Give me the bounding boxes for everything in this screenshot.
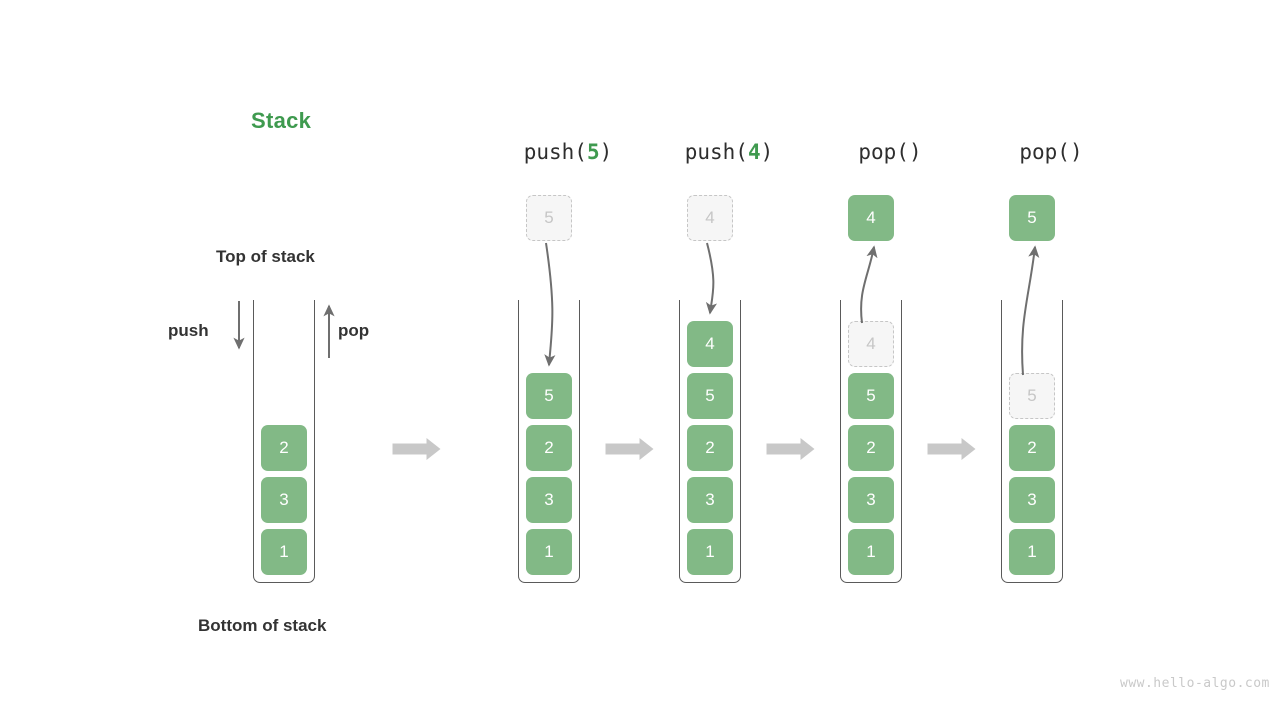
stack-container bbox=[253, 300, 315, 583]
op-suffix: ) bbox=[760, 140, 774, 164]
operation-label-pop-2: pop() bbox=[971, 140, 1131, 164]
stack-cell: 2 bbox=[526, 425, 572, 471]
stack-stage-initial: 2 3 1 bbox=[223, 0, 383, 720]
op-argument: 5 bbox=[586, 140, 600, 164]
stack-stage-pop-2: pop() 5 2 3 1 5 bbox=[971, 0, 1131, 720]
stack-container bbox=[679, 300, 741, 583]
stack-cell: 3 bbox=[687, 477, 733, 523]
stack-cell: 3 bbox=[1009, 477, 1055, 523]
stack-cell: 3 bbox=[261, 477, 307, 523]
op-suffix: ) bbox=[908, 140, 922, 164]
diagram-title: Stack bbox=[251, 108, 312, 133]
operation-label-pop-1: pop() bbox=[810, 140, 970, 164]
stack-cell: 5 bbox=[687, 373, 733, 419]
stack-cell: 2 bbox=[261, 425, 307, 471]
op-suffix: ) bbox=[1069, 140, 1083, 164]
stack-cell: 5 bbox=[1009, 373, 1055, 419]
stack-cell: 1 bbox=[1009, 529, 1055, 575]
stack-cell: 1 bbox=[526, 529, 572, 575]
stack-cell: 2 bbox=[1009, 425, 1055, 471]
external-cell: 4 bbox=[848, 195, 894, 241]
stack-cell: 2 bbox=[687, 425, 733, 471]
operation-label-push-4: push(4) bbox=[649, 140, 809, 164]
op-prefix: pop( bbox=[1019, 140, 1070, 164]
stack-container bbox=[840, 300, 902, 583]
external-cell: 4 bbox=[687, 195, 733, 241]
stack-cell: 1 bbox=[848, 529, 894, 575]
external-cell: 5 bbox=[1009, 195, 1055, 241]
stack-container bbox=[518, 300, 580, 583]
stack-cell: 2 bbox=[848, 425, 894, 471]
operation-label-push-5: push(5) bbox=[488, 140, 648, 164]
stack-cell: 5 bbox=[526, 373, 572, 419]
top-of-stack-label: Top of stack bbox=[216, 247, 315, 266]
stack-cell: 1 bbox=[261, 529, 307, 575]
op-argument: 4 bbox=[747, 140, 761, 164]
push-label: push bbox=[168, 321, 209, 340]
bottom-of-stack-label: Bottom of stack bbox=[198, 616, 327, 635]
stack-container bbox=[1001, 300, 1063, 583]
op-prefix: pop( bbox=[858, 140, 909, 164]
op-suffix: ) bbox=[599, 140, 613, 164]
stack-cell: 1 bbox=[687, 529, 733, 575]
watermark: www.hello-algo.com bbox=[1120, 676, 1270, 691]
stack-cell: 3 bbox=[526, 477, 572, 523]
stack-cell: 4 bbox=[848, 321, 894, 367]
external-cell: 5 bbox=[526, 195, 572, 241]
stack-cell: 3 bbox=[848, 477, 894, 523]
pop-label: pop bbox=[338, 321, 370, 340]
op-prefix: push( bbox=[523, 140, 587, 164]
op-prefix: push( bbox=[684, 140, 748, 164]
flow-arrow bbox=[392, 438, 441, 460]
stack-cell: 5 bbox=[848, 373, 894, 419]
stack-stage-pop-1: pop() 4 5 2 3 1 4 bbox=[810, 0, 970, 720]
stack-cell: 4 bbox=[687, 321, 733, 367]
